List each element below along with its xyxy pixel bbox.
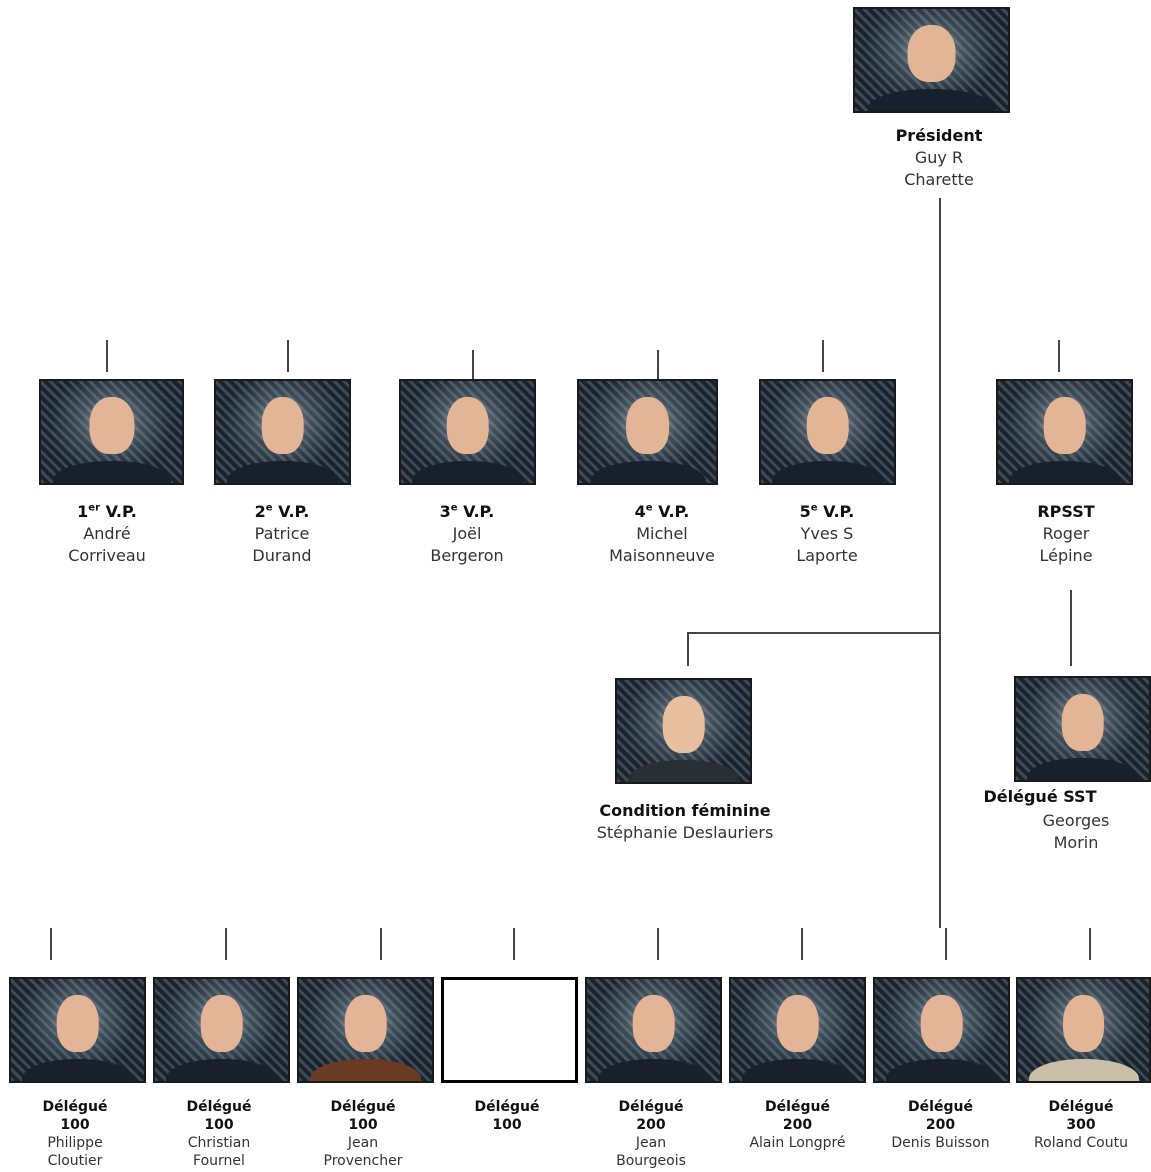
vp1-role: 1er V.P.: [77, 502, 137, 521]
connector-condition-branch: [687, 632, 941, 634]
delegate-8-photo: [1016, 977, 1151, 1083]
rpsst-first-name: Roger: [1042, 524, 1090, 543]
connector-condition-drop: [687, 632, 689, 666]
connector-vp3: [472, 350, 474, 380]
connector-vp5: [822, 340, 824, 372]
delegate-5-photo: [585, 977, 722, 1083]
connector-vp4: [657, 350, 659, 380]
connector-president-trunk: [939, 198, 941, 928]
vp2-last-name: Durand: [252, 546, 312, 565]
vp2-role: 2e V.P.: [254, 502, 310, 521]
rpsst-caption: RPSST Roger Lépine: [986, 501, 1146, 567]
delegate-5-caption: Délégué 200 Jean Bourgeois: [616, 1099, 686, 1169]
delegate-2-caption: Délégué 100 Christian Fournel: [186, 1099, 252, 1169]
vp1-photo: [39, 379, 184, 485]
vp2-caption: 2e V.P. Patrice Durand: [202, 501, 362, 567]
sst-delegate-last-name: Morin: [1053, 833, 1099, 852]
vp1-last-name: Corriveau: [68, 546, 146, 565]
delegate-3-photo: [297, 977, 434, 1083]
vp4-caption: 4e V.P. Michel Maisonneuve: [577, 501, 747, 567]
condition-feminine-name: Stéphanie Deslauriers: [596, 823, 774, 842]
vp5-first-name: Yves S: [800, 524, 854, 543]
vp1-first-name: André: [83, 524, 131, 543]
vp2-first-name: Patrice: [254, 524, 310, 543]
sst-delegate-role: Délégué SST: [983, 787, 1097, 806]
connector-rpsst-sst: [1070, 590, 1072, 666]
president-last-name: Charette: [904, 170, 974, 189]
delegate-8-caption: Délégué 300 Roland Coutu: [1034, 1099, 1128, 1151]
president-caption: Président Guy R Charette: [859, 125, 1019, 191]
connector-vp1: [106, 340, 108, 372]
vp5-last-name: Laporte: [796, 546, 858, 565]
vp4-first-name: Michel: [636, 524, 688, 543]
vp3-first-name: Joël: [452, 524, 482, 543]
rpsst-last-name: Lépine: [1039, 546, 1093, 565]
delegate-1-caption: Délégué 100 Philippe Cloutier: [42, 1099, 108, 1169]
vp3-caption: 3e V.P. Joël Bergeron: [387, 501, 547, 567]
delegate-1-photo: [9, 977, 146, 1083]
connector-delegate-3: [380, 928, 382, 960]
rpsst-role: RPSST: [1037, 502, 1095, 521]
rpsst-photo: [996, 379, 1133, 485]
vp4-photo: [577, 379, 718, 485]
connector-delegate-8: [1089, 928, 1091, 960]
condition-feminine-role: Condition féminine: [599, 801, 771, 820]
connector-delegate-1: [50, 928, 52, 960]
delegate-2-photo: [153, 977, 290, 1083]
vp3-photo: [399, 379, 536, 485]
connector-delegate-7: [945, 928, 947, 960]
condition-feminine-photo: [615, 678, 752, 784]
delegate-4-caption: Délégué 100: [474, 1099, 540, 1133]
delegate-7-caption: Délégué 200 Denis Buisson: [891, 1099, 990, 1151]
sst-delegate-photo: [1014, 676, 1151, 782]
connector-delegate-6: [801, 928, 803, 960]
connector-delegate-5: [657, 928, 659, 960]
condition-feminine-caption: Condition féminine Stéphanie Deslauriers: [565, 800, 805, 844]
delegate-7-photo: [873, 977, 1010, 1083]
vp5-caption: 5e V.P. Yves S Laporte: [747, 501, 907, 567]
delegate-3-caption: Délégué 100 Jean Provencher: [323, 1099, 403, 1169]
vp3-role: 3e V.P.: [439, 502, 495, 521]
vp5-role: 5e V.P.: [799, 502, 855, 521]
sst-delegate-name-caption: Georges Morin: [1016, 810, 1136, 854]
vp4-last-name: Maisonneuve: [609, 546, 715, 565]
delegate-6-caption: Délégué 200 Alain Longpré: [749, 1099, 846, 1151]
sst-delegate-role-caption: Délégué SST: [975, 786, 1105, 808]
connector-vp2: [287, 340, 289, 372]
vp2-photo: [214, 379, 351, 485]
connector-rpsst: [1058, 340, 1060, 372]
connector-delegate-2: [225, 928, 227, 960]
president-photo: [853, 7, 1010, 113]
vp4-role: 4e V.P.: [634, 502, 690, 521]
vp5-photo: [759, 379, 896, 485]
delegate-4-photo-placeholder: [441, 977, 578, 1083]
president-role: Président: [895, 126, 983, 145]
delegate-6-photo: [729, 977, 866, 1083]
connector-delegate-4: [513, 928, 515, 960]
vp3-last-name: Bergeron: [430, 546, 504, 565]
vp1-caption: 1er V.P. André Corriveau: [27, 501, 187, 567]
sst-delegate-first-name: Georges: [1042, 811, 1110, 830]
president-first-name: Guy R: [914, 148, 964, 167]
